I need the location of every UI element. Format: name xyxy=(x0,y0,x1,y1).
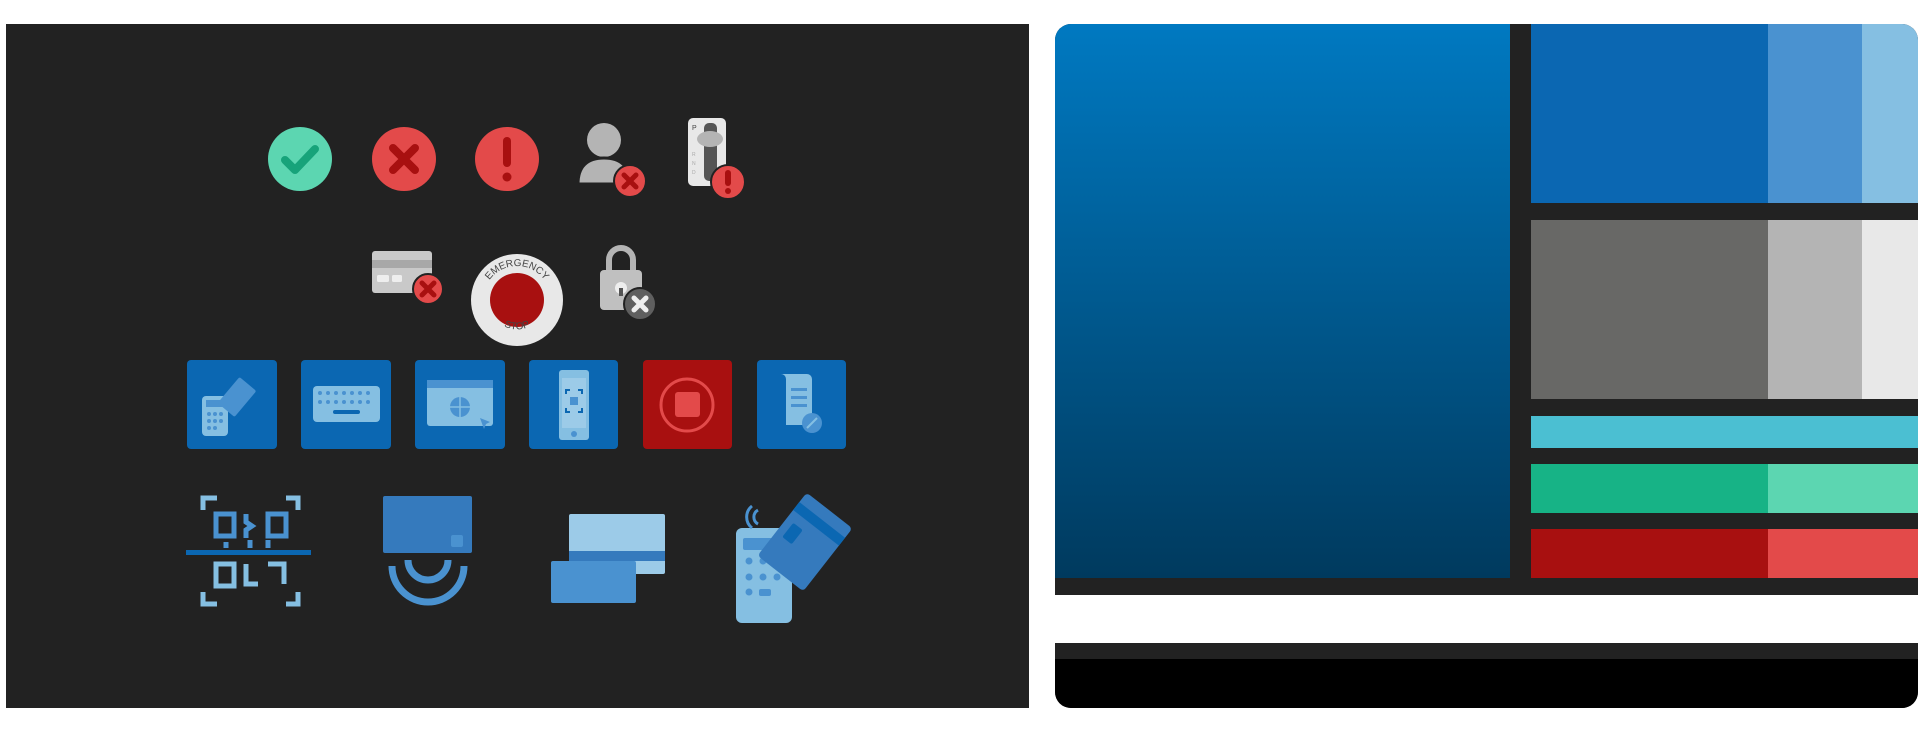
swatch-gray-light xyxy=(1862,220,1918,399)
stacked-cards-icon xyxy=(551,514,665,603)
swatch-red-light xyxy=(1768,529,1918,578)
gear-letter-n: N xyxy=(692,161,696,167)
swatch-red-dark xyxy=(1531,529,1768,578)
swatch-green-dark xyxy=(1531,464,1768,513)
gear-letter-r: R xyxy=(692,152,696,158)
keyboard-tile-icon xyxy=(301,360,391,449)
color-palette-panel xyxy=(1055,24,1918,708)
receipt-discount-tile-icon xyxy=(757,360,846,449)
web-browser-tile-icon xyxy=(415,360,505,449)
swatch-black xyxy=(1055,659,1918,708)
contactless-nfc-icon xyxy=(383,496,472,606)
swatch-gray-medium xyxy=(1768,220,1862,399)
swatch-green-light xyxy=(1768,464,1918,513)
swatch-blue-medium xyxy=(1768,24,1862,203)
phone-scan-tile-icon xyxy=(529,360,618,449)
icon-showcase-panel: P R N D EMERGENCY STOP xyxy=(6,24,1029,708)
user-blocked-icon xyxy=(576,123,647,198)
swatch-blue-light xyxy=(1862,24,1918,203)
gear-letter-p: P xyxy=(692,125,697,132)
alert-exclamation-circle-icon xyxy=(475,127,539,191)
swatch-blue-gradient xyxy=(1055,24,1510,578)
gear-letter-d: D xyxy=(692,170,696,176)
payment-terminal-tile-icon xyxy=(187,360,277,449)
swatch-white xyxy=(1055,595,1918,643)
card-terminal-tap-icon xyxy=(736,494,851,623)
gear-shift-alert-icon: P R N D xyxy=(688,118,746,200)
qr-code-scan-icon xyxy=(186,495,311,607)
stop-tile-icon xyxy=(643,360,732,449)
emergency-stop-button-icon: EMERGENCY STOP xyxy=(471,254,563,346)
swatch-cyan xyxy=(1531,416,1918,448)
error-x-circle-icon xyxy=(372,127,436,191)
lock-closed-icon xyxy=(600,245,657,321)
swatch-blue-dark xyxy=(1531,24,1768,203)
check-circle-icon xyxy=(268,127,332,191)
card-declined-icon xyxy=(372,251,444,305)
swatch-gray-dark xyxy=(1531,220,1768,399)
